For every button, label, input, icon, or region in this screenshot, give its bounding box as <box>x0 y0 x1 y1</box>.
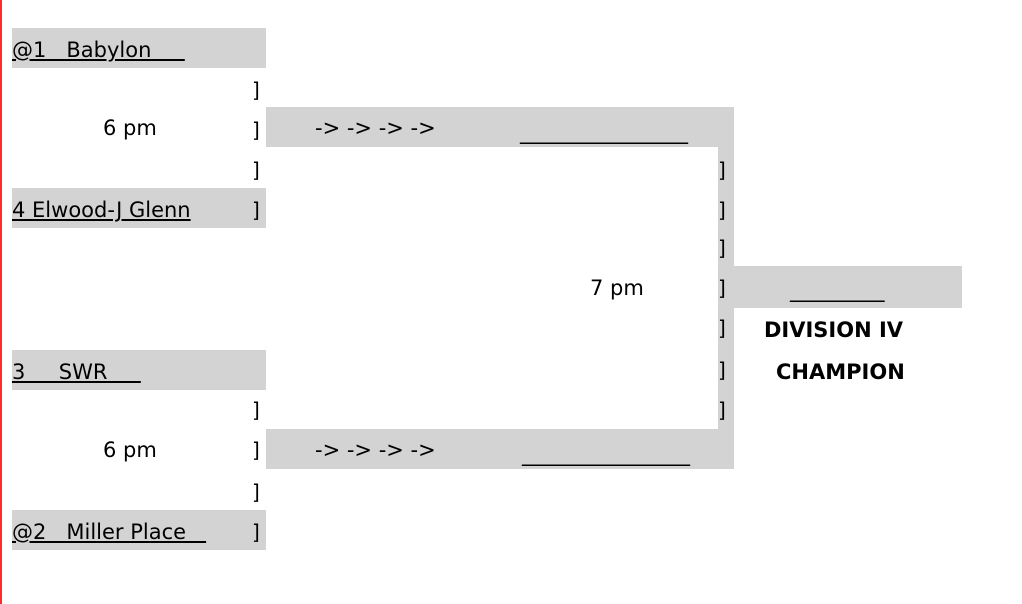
bracket-mark: ] <box>718 198 726 222</box>
semifinal2-time: 6 pm <box>103 438 157 462</box>
bracket-mark: ] <box>252 520 260 544</box>
semifinal1-bottom-team: 4 Elwood-J Glenn <box>12 198 191 222</box>
champion-row <box>734 266 962 308</box>
final-time: 7 pm <box>590 276 644 300</box>
semifinal1-arrows: -> -> -> -> <box>315 116 436 140</box>
bracket-mark: ] <box>252 438 260 462</box>
semifinal2-bottom-team: @2 Miller Place <box>12 520 207 544</box>
final-connector-column <box>718 147 734 429</box>
champion-line: _________ <box>790 278 885 302</box>
semifinal1-winner-line: ________________ <box>520 120 688 144</box>
semifinal2-bottom-team-cell <box>12 510 266 550</box>
bracket-mark: ] <box>252 480 260 504</box>
semifinal2-winner-row <box>266 429 734 469</box>
semifinal1-top-team-cell <box>12 28 266 68</box>
semifinal2-top-team-cell <box>12 350 266 390</box>
bracket-mark: ] <box>718 316 726 340</box>
champion-title-line1: DIVISION IV <box>764 318 904 342</box>
bracket-mark: ] <box>252 398 260 422</box>
bracket-mark: ] <box>252 118 260 142</box>
bracket-mark: ] <box>718 158 726 182</box>
semifinal1-time: 6 pm <box>103 116 157 140</box>
semifinal1-top-team: @1 Babylon <box>12 38 185 62</box>
bracket-mark: ] <box>718 398 726 422</box>
semifinal1-winner-row <box>266 107 734 147</box>
semifinal1-bottom-team-cell <box>12 188 266 228</box>
bracket-mark: ] <box>718 236 726 260</box>
bracket-mark: ] <box>252 198 260 222</box>
bracket-mark: ] <box>252 78 260 102</box>
semifinal2-winner-line: ________________ <box>522 442 690 466</box>
semifinal2-top-team: 3 SWR <box>12 360 141 384</box>
semifinal2-arrows: -> -> -> -> <box>315 438 436 462</box>
left-red-border <box>0 0 2 604</box>
bracket-mark: ] <box>252 158 260 182</box>
bracket-mark: ] <box>718 276 726 300</box>
bracket-mark: ] <box>718 358 726 382</box>
champion-title-line2: CHAMPION <box>776 360 905 384</box>
